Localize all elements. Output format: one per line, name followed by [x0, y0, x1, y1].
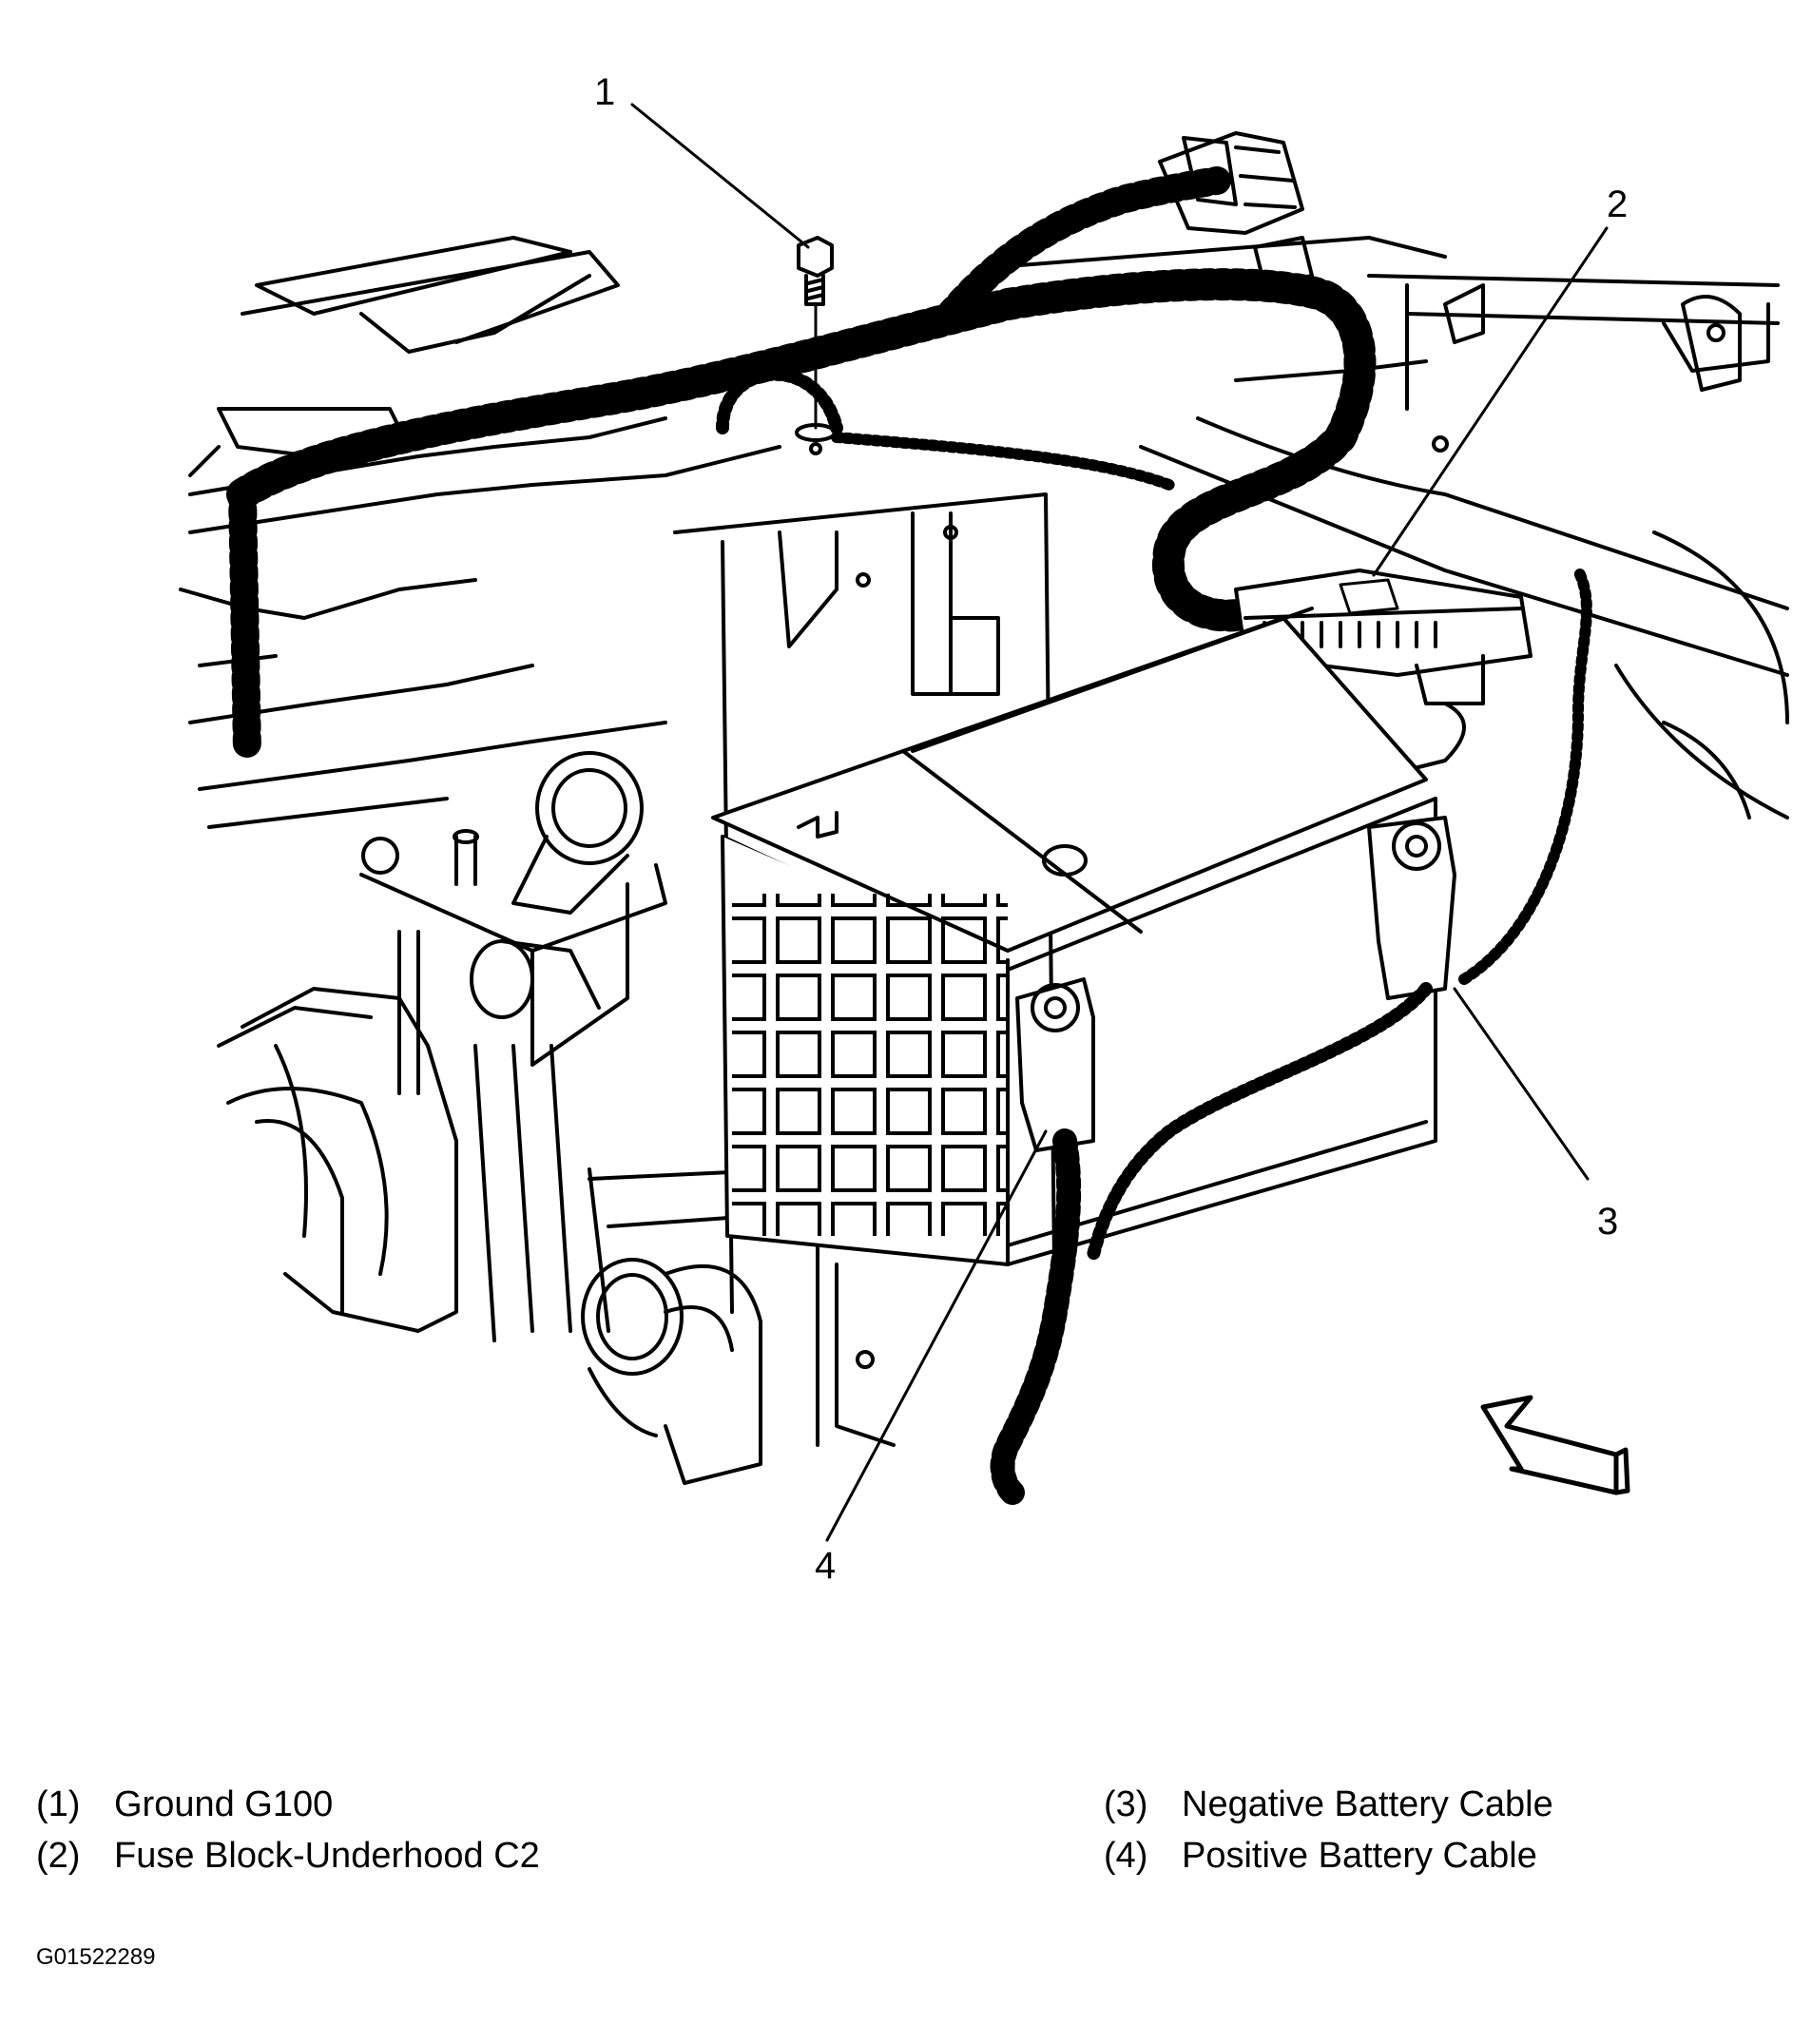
legend-item-2: (2) Fuse Block-Underhood C2 — [36, 1833, 540, 1879]
leader-lines — [630, 103, 1609, 1542]
legend-label: Positive Battery Cable — [1182, 1836, 1537, 1876]
wiring-harness — [226, 166, 1377, 765]
legend-num: (4) — [1104, 1836, 1148, 1876]
callout-1: 1 — [594, 71, 615, 113]
legend-label: Ground G100 — [114, 1784, 334, 1824]
callout-2: 2 — [1607, 183, 1628, 225]
ground-bolt-g100 — [795, 236, 837, 455]
right-frame-rails — [1006, 236, 1789, 820]
legend-num: (3) — [1104, 1784, 1148, 1824]
lower-elbow-pipe — [581, 1258, 762, 1485]
legend-num: (2) — [36, 1836, 81, 1876]
legend-item-3: (3) Negative Battery Cable — [1104, 1782, 1553, 1827]
air-intake-assembly — [217, 751, 667, 1342]
positive-battery-cable — [990, 977, 1095, 1505]
harness-connector — [1158, 131, 1314, 287]
battery — [711, 607, 1437, 1266]
legend-label: Fuse Block-Underhood C2 — [114, 1836, 540, 1876]
legend-item-4: (4) Positive Battery Cable — [1104, 1833, 1537, 1879]
callout-4: 4 — [815, 1545, 836, 1587]
figure-id: G01522289 — [36, 1944, 156, 1970]
legend-item-1: (1) Ground G100 — [36, 1782, 333, 1827]
view-direction-arrow — [1480, 1395, 1630, 1495]
legend-num: (1) — [36, 1784, 81, 1824]
legend-label: Negative Battery Cable — [1182, 1784, 1553, 1824]
callout-3: 3 — [1597, 1201, 1618, 1243]
negative-battery-cable — [1087, 565, 1592, 1262]
